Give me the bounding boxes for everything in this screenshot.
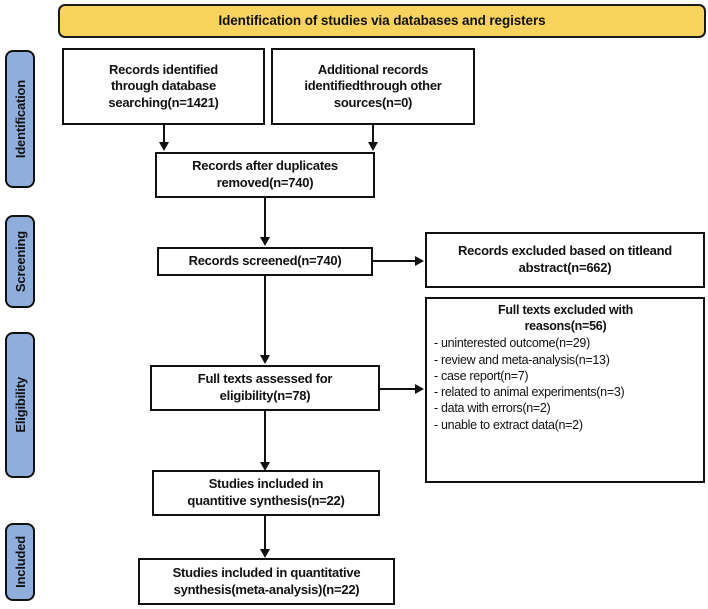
exclusion-reasons-title: Full texts excluded with reasons(n=56) — [498, 303, 633, 333]
connector-fulltexts-to-studies — [264, 411, 266, 463]
arrowhead-additional-down — [368, 142, 378, 151]
stage-label-screening: Screening — [12, 230, 28, 293]
box-records-identified-text: Records identified through database sear… — [108, 61, 219, 110]
connector-screened-to-fulltexts — [264, 276, 266, 356]
connector-identified-down — [163, 125, 165, 143]
arrowhead-duplicates-to-screened — [260, 237, 270, 246]
exclusion-reason-item: - review and meta-analysis(n=13) — [434, 352, 610, 367]
box-full-texts-assessed-text: Full texts assessed for eligibility(n=78… — [197, 371, 333, 403]
exclusion-reasons-list: - uninterested outcome(n=29) - review an… — [434, 335, 697, 433]
arrowhead-screened-to-fulltexts — [260, 355, 270, 364]
box-records-identified: Records identified through database sear… — [62, 48, 265, 125]
exclusion-reason-item: - unable to extract data(n=2) — [434, 417, 583, 432]
box-exclusion-reasons: Full texts excluded with reasons(n=56) -… — [425, 297, 705, 483]
stage-label-included: Included — [12, 536, 28, 588]
box-records-screened-text: Records screened(n=740) — [188, 253, 342, 269]
stage-bar-screening: Screening — [5, 215, 35, 308]
box-records-screened: Records screened(n=740) — [157, 247, 373, 276]
connector-screened-to-excluded — [373, 260, 416, 262]
arrowhead-studies-to-meta — [260, 549, 270, 558]
box-studies-meta-analysis: Studies included in quantitative synthes… — [138, 558, 395, 605]
exclusion-reason-item: - uninterested outcome(n=29) — [434, 336, 590, 351]
box-studies-quantitive-text: Studies included in quantitive synthesis… — [187, 476, 345, 508]
exclusion-reason-item: - related to animal experiments(n=3) — [434, 385, 625, 399]
exclusion-reason-item: - data with errors(n=2) — [434, 401, 551, 416]
diagram-banner: Identification of studies via databases … — [58, 4, 706, 38]
arrowhead-screened-to-excluded — [415, 256, 424, 266]
box-studies-quantitive: Studies included in quantitive synthesis… — [152, 470, 380, 516]
stage-bar-included: Included — [5, 523, 35, 601]
box-after-duplicates: Records after duplicates removed(n=740) — [155, 152, 375, 198]
banner-title: Identification of studies via databases … — [218, 12, 546, 28]
box-studies-meta-analysis-text: Studies included in quantitative synthes… — [172, 564, 361, 597]
arrowhead-fulltexts-to-reasons — [415, 384, 424, 394]
box-records-excluded-text: Records excluded based on titleand abstr… — [458, 243, 672, 275]
box-additional-records: Additional records identifiedthrough oth… — [271, 48, 475, 125]
box-after-duplicates-text: Records after duplicates removed(n=740) — [192, 158, 338, 190]
box-records-excluded: Records excluded based on titleand abstr… — [425, 232, 705, 288]
box-full-texts-assessed: Full texts assessed for eligibility(n=78… — [150, 365, 380, 411]
connector-studies-to-meta — [264, 516, 266, 550]
box-additional-records-text: Additional records identifiedthrough oth… — [304, 61, 442, 110]
arrowhead-fulltexts-to-studies — [260, 462, 270, 471]
connector-additional-down — [372, 125, 374, 143]
exclusion-reason-item: - case report(n=7) — [434, 368, 529, 383]
connector-fulltexts-to-reasons — [380, 388, 416, 390]
stage-label-identification: Identification — [12, 79, 28, 159]
stage-bar-identification: Identification — [5, 50, 35, 188]
arrowhead-identified-down — [159, 142, 169, 151]
stage-bar-eligibility: Eligibility — [5, 332, 35, 478]
connector-duplicates-to-screened — [264, 198, 266, 238]
stage-label-eligibility: Eligibility — [12, 377, 28, 433]
